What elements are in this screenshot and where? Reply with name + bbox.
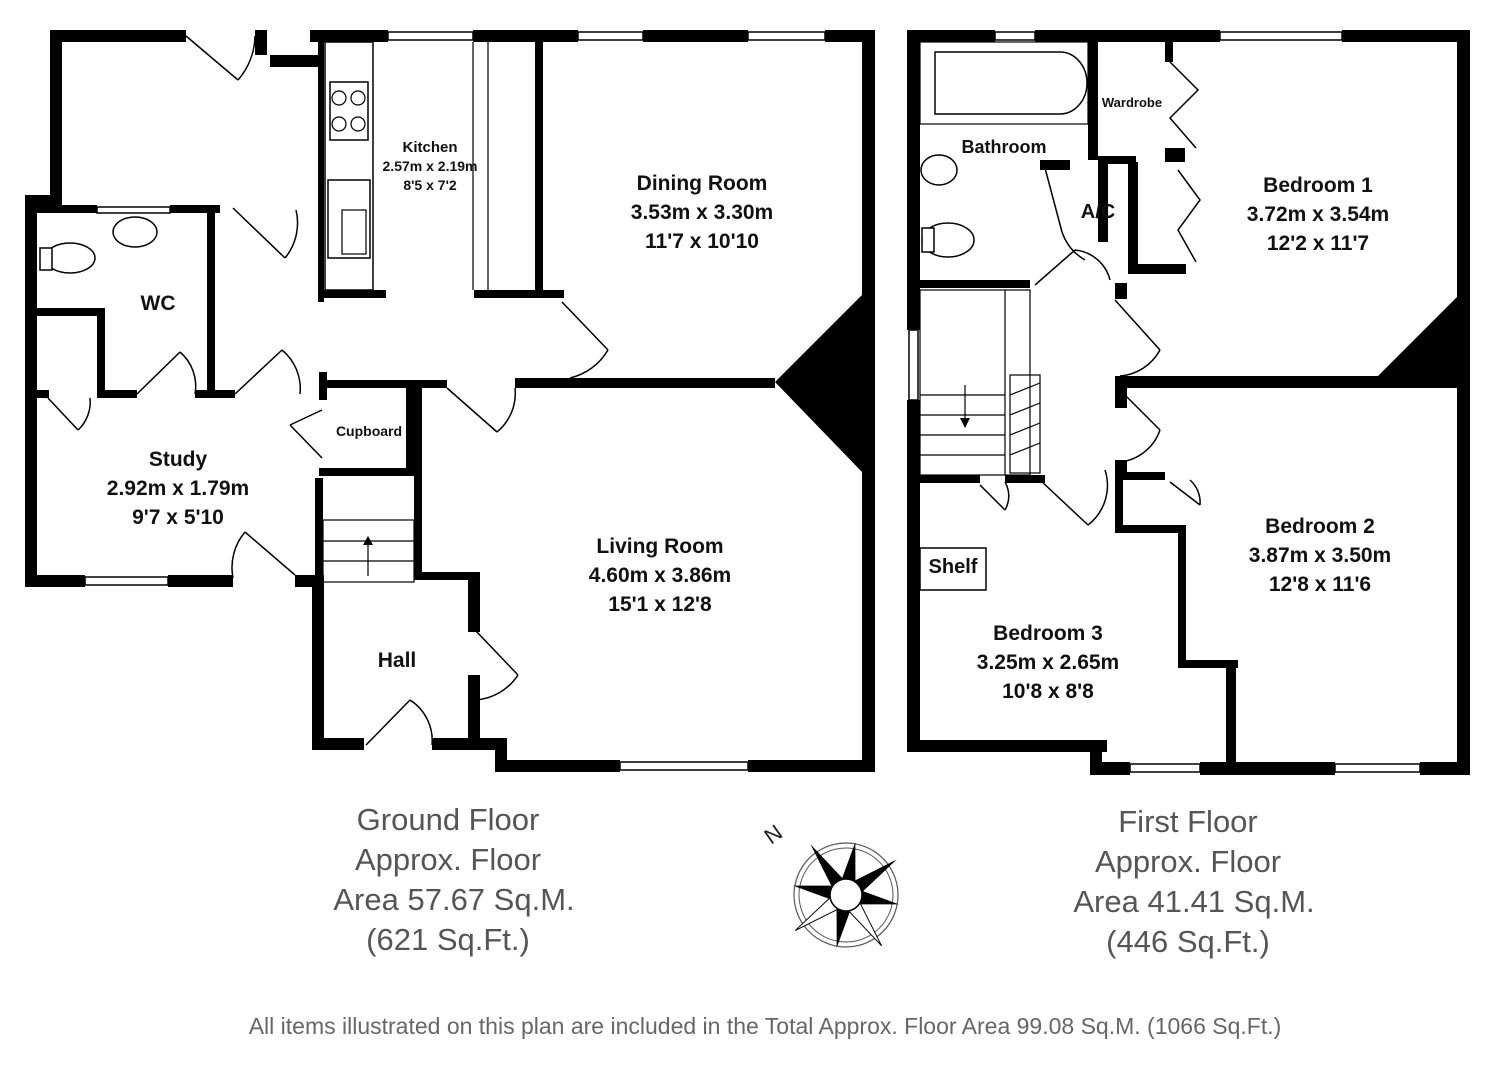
living-room-metric: 4.60m x 3.86m bbox=[589, 564, 731, 587]
ground-floor-area-line3: Area 57.67 Sq.M. bbox=[333, 882, 574, 917]
footer-disclaimer: All items illustrated on this plan are i… bbox=[249, 1013, 1282, 1039]
bedroom-3-metric: 3.25m x 2.65m bbox=[977, 651, 1119, 674]
first-floor-area-line4: (446 Sq.Ft.) bbox=[1106, 924, 1270, 959]
first-floor-walls bbox=[907, 30, 1470, 775]
study-metric: 2.92m x 1.79m bbox=[107, 477, 249, 500]
ground-floor-area-label: Ground Floor Approx. Floor Area 57.67 Sq… bbox=[333, 802, 574, 957]
ground-floor-doors bbox=[47, 35, 609, 746]
hall-label: Hall bbox=[378, 649, 417, 672]
living-room-imperial: 15'1 x 12'8 bbox=[608, 593, 712, 616]
bedroom-1-imperial: 12'2 x 11'7 bbox=[1267, 232, 1369, 255]
ground-floor-area-line2: Approx. Floor bbox=[355, 842, 541, 877]
first-floor-windows bbox=[908, 31, 1421, 773]
shelf-label: Shelf bbox=[929, 556, 978, 578]
kitchen-fixtures bbox=[324, 41, 489, 291]
kitchen-label: Kitchen bbox=[402, 139, 457, 156]
living-room-label: Living Room bbox=[596, 535, 723, 558]
ground-floor-title: Ground Floor bbox=[357, 802, 540, 837]
ground-floor-stairs bbox=[322, 519, 415, 583]
wardrobe-label: Wardrobe bbox=[1102, 95, 1162, 110]
ground-floor-walls bbox=[25, 30, 875, 772]
first-floor-doors bbox=[979, 61, 1201, 526]
ac-cupboard-label: A/C bbox=[1081, 201, 1115, 223]
dining-room-label: Dining Room bbox=[637, 172, 768, 195]
ground-floor-area-line4: (621 Sq.Ft.) bbox=[366, 922, 530, 957]
bedroom-1-metric: 3.72m x 3.54m bbox=[1247, 203, 1389, 226]
bedroom-2-metric: 3.87m x 3.50m bbox=[1249, 544, 1391, 567]
bedroom-1-label: Bedroom 1 bbox=[1263, 174, 1373, 197]
first-floor-plan: Bathroom Wardrobe A/C Bedroom 1 3.72m x … bbox=[907, 30, 1470, 775]
study-imperial: 9'7 x 5'10 bbox=[132, 506, 224, 529]
bedroom-2-imperial: 12'8 x 11'6 bbox=[1269, 573, 1371, 596]
bedroom-3-imperial: 10'8 x 8'8 bbox=[1002, 680, 1094, 703]
first-floor-area-line3: Area 41.41 Sq.M. bbox=[1073, 884, 1314, 919]
dining-room-metric: 3.53m x 3.30m bbox=[631, 201, 773, 224]
study-label: Study bbox=[149, 448, 208, 471]
compass-north-label: N bbox=[760, 820, 787, 850]
dining-room-imperial: 11'7 x 10'10 bbox=[645, 230, 759, 253]
cupboard-label: Cupboard bbox=[336, 423, 402, 439]
compass-rose-icon bbox=[793, 842, 899, 948]
kitchen-imperial: 8'5 x 7'2 bbox=[403, 177, 457, 193]
wc-fixtures bbox=[39, 216, 158, 274]
first-floor-area-line2: Approx. Floor bbox=[1095, 844, 1281, 879]
bathroom-label: Bathroom bbox=[962, 137, 1047, 157]
first-floor-stairs bbox=[919, 289, 1041, 591]
first-floor-area-label: First Floor Approx. Floor Area 41.41 Sq.… bbox=[1073, 804, 1314, 959]
bathroom-fixtures bbox=[919, 41, 1089, 258]
first-floor-title: First Floor bbox=[1118, 804, 1258, 839]
ground-floor-windows bbox=[84, 31, 826, 771]
bedroom-3-label: Bedroom 3 bbox=[993, 622, 1103, 645]
bedroom-2-label: Bedroom 2 bbox=[1265, 515, 1375, 538]
kitchen-metric: 2.57m x 2.19m bbox=[383, 158, 478, 174]
ground-floor-plan: Kitchen 2.57m x 2.19m 8'5 x 7'2 Dining R… bbox=[25, 30, 875, 772]
wc-label: WC bbox=[141, 292, 176, 315]
